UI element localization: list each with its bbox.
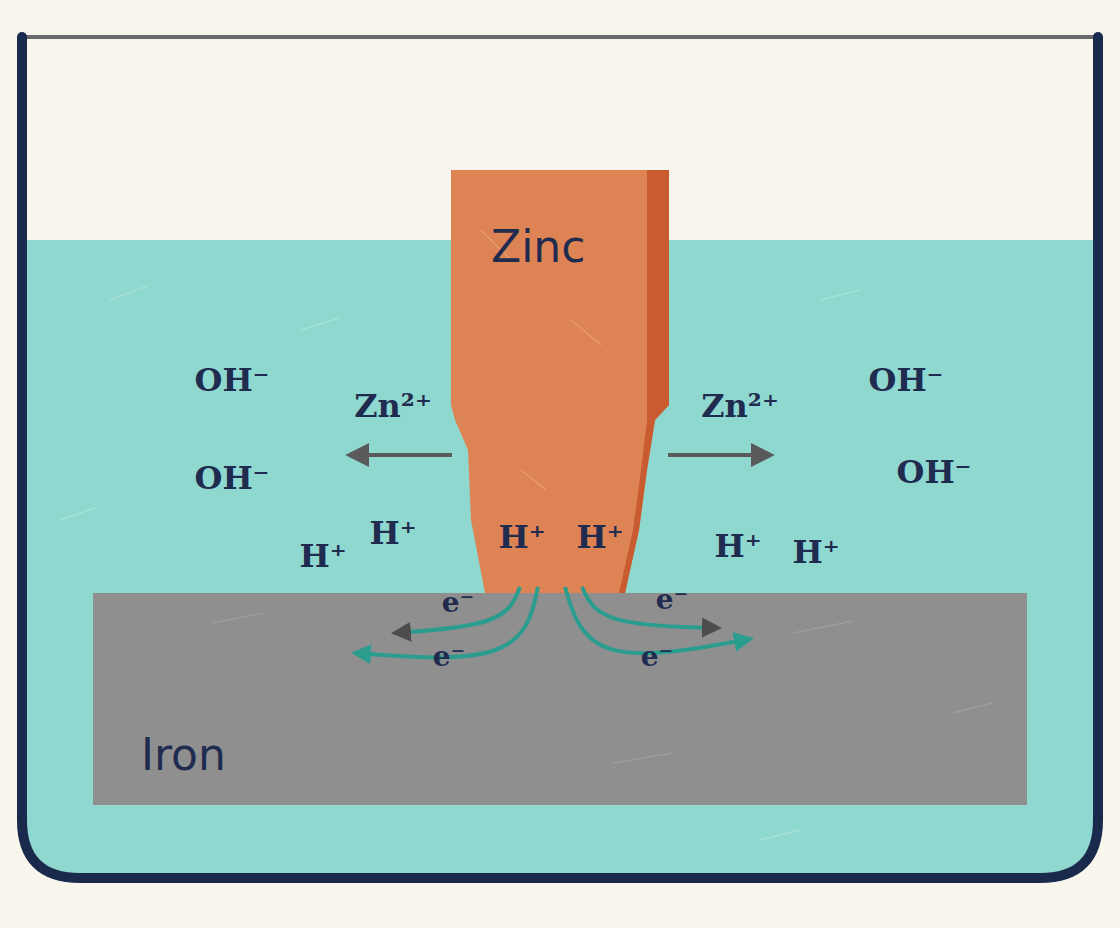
- beaker-rim: [22, 35, 1098, 39]
- electron-label: e⁻: [656, 586, 689, 614]
- ion-arrow: [350, 453, 452, 457]
- node-label: Iron: [141, 733, 226, 777]
- zinc-edge: [619, 170, 669, 593]
- electron-flow-arrow: [582, 587, 718, 628]
- ion-label: H⁺: [299, 540, 346, 572]
- iron-texture: [93, 593, 1027, 805]
- ion-label: H⁺: [792, 536, 839, 568]
- ion-label: H⁺: [498, 521, 545, 553]
- electron-label: e⁻: [442, 589, 475, 617]
- zinc-body: [451, 170, 669, 593]
- iron-plate: Iron: [93, 593, 1027, 805]
- ion-label: H⁺: [714, 530, 761, 562]
- ion-label: Zn²⁺: [354, 390, 432, 422]
- ion-label: OH⁻: [195, 462, 270, 494]
- ion-label: H⁺: [576, 521, 623, 553]
- zinc-texture: [481, 230, 601, 490]
- ion-label: OH⁻: [195, 364, 270, 396]
- electron-flow-arrow: [395, 587, 520, 633]
- electron-label: e⁻: [641, 643, 674, 671]
- ion-label: Zn²⁺: [701, 390, 779, 422]
- ion-arrow: [668, 453, 770, 457]
- ion-label: OH⁻: [869, 364, 944, 396]
- zinc-electrode: Zinc: [451, 170, 669, 593]
- electron-label: e⁻: [433, 643, 466, 671]
- ion-label: OH⁻: [897, 456, 972, 488]
- node-label: Zinc: [491, 225, 585, 269]
- beaker-outline: [22, 37, 1098, 878]
- ion-label: H⁺: [369, 517, 416, 549]
